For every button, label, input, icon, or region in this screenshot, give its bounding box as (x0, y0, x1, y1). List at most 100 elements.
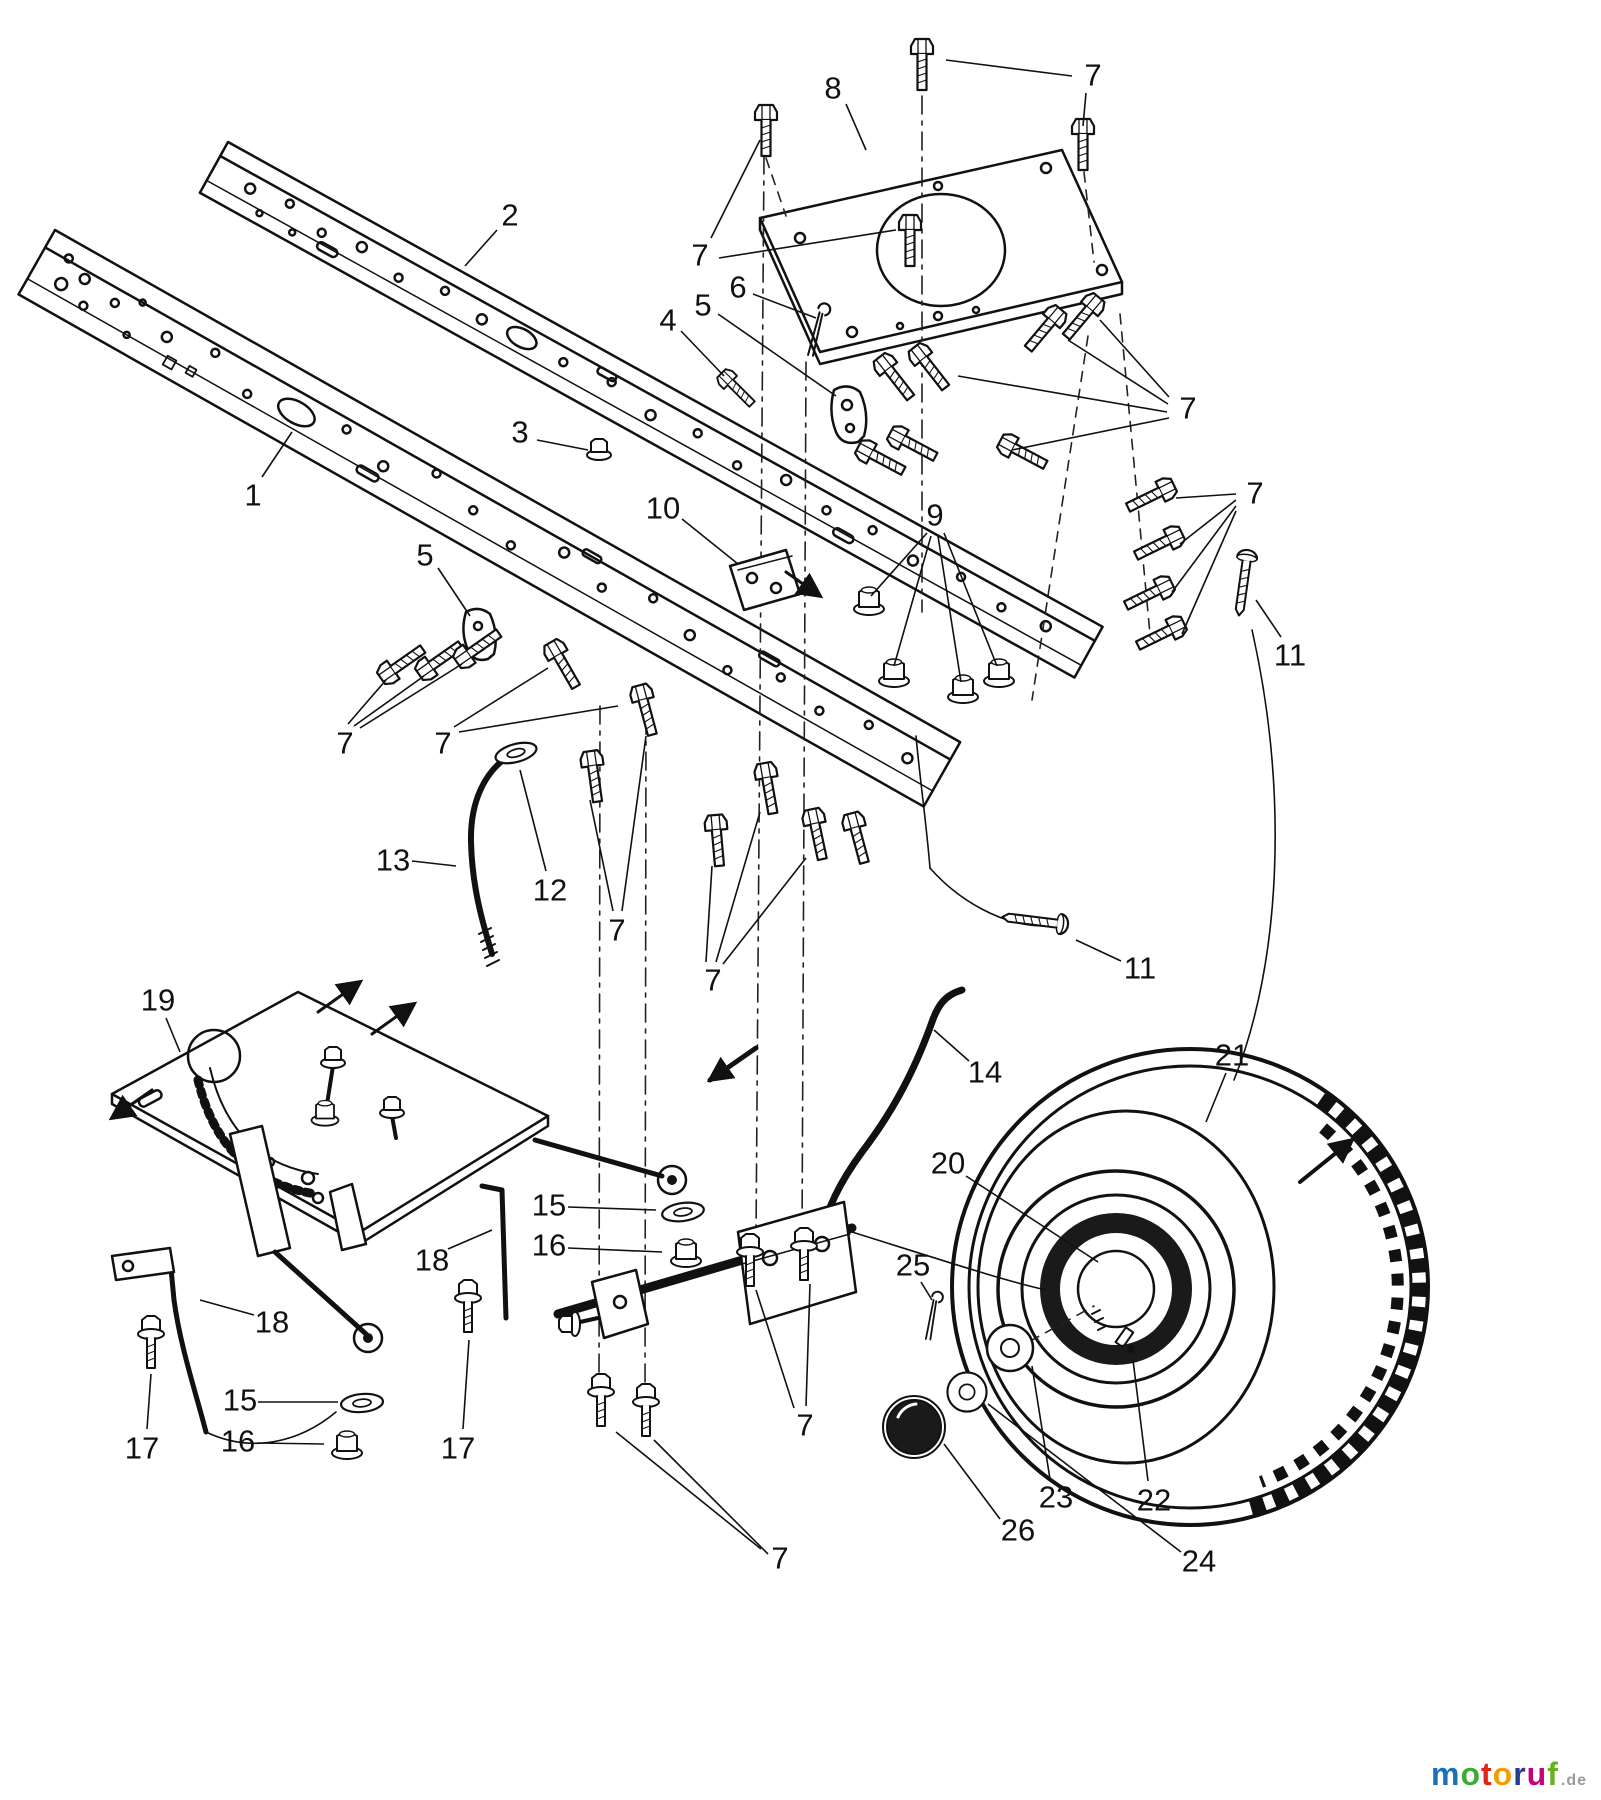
stabilizer-rod-18-left (115, 1255, 209, 1435)
bracket-10 (728, 548, 802, 612)
hex-bolt-icon (909, 37, 935, 92)
part-label-20: 20 (931, 1146, 965, 1181)
washer-24-icon (946, 1371, 988, 1413)
flange-nut-16-icon (330, 1429, 364, 1461)
part-label-15: 15 (223, 1383, 257, 1418)
part-label-7: 7 (1084, 58, 1101, 93)
leader-line-part-7 (722, 857, 807, 965)
part-label-18: 18 (415, 1243, 449, 1278)
hex-bolt-icon (1018, 301, 1071, 357)
spindle-bolt-icon (557, 1310, 582, 1338)
leader-line-part-9 (893, 535, 932, 667)
leader-line-part-7 (710, 139, 761, 239)
hex-bolt-icon (702, 812, 732, 869)
watermark-letter: u (1526, 1756, 1548, 1792)
leader-line-part-7 (705, 865, 713, 963)
leader-line-part-4 (680, 330, 725, 377)
leader-line-part-7 (805, 1283, 811, 1407)
part-label-7: 7 (771, 1541, 788, 1576)
part-label-15: 15 (532, 1188, 566, 1223)
part-label-12: 12 (533, 873, 567, 908)
leader-line-part-7 (347, 679, 387, 725)
part-label-26: 26 (1001, 1513, 1035, 1548)
part-label-1: 1 (244, 478, 261, 513)
leader-line-part-22 (1132, 1359, 1149, 1482)
leader-line-part-9 (870, 532, 928, 597)
hex-bolt-icon (1131, 612, 1190, 657)
leader-line-part-25 (920, 1281, 933, 1301)
hex-bolt-icon (993, 429, 1052, 476)
hex-bolt-icon (1070, 117, 1096, 172)
leader-line-part-7 (1179, 499, 1237, 545)
part-label-4: 4 (659, 303, 676, 338)
leader-line-part-11 (1075, 939, 1122, 962)
part-label-17: 17 (125, 1431, 159, 1466)
flange-bolt-icon (586, 1372, 616, 1428)
hex-bolt-icon (753, 103, 779, 158)
kingpin-bolt-icon (319, 1045, 347, 1070)
part-label-3: 3 (511, 415, 528, 450)
leader-line-part-7 (715, 811, 761, 963)
part-label-13: 13 (376, 843, 410, 878)
hex-bolt-icon (839, 809, 877, 867)
watermark-letter: r (1513, 1756, 1527, 1792)
watermark-logo: motoruf.de (1431, 1758, 1587, 1790)
leader-line-part-7 (1175, 493, 1237, 499)
flange-nut-9-icon (852, 585, 886, 617)
stabilizer-rod-18-right (479, 1183, 509, 1321)
part-label-7: 7 (691, 238, 708, 273)
watermark-letter: t (1481, 1756, 1493, 1792)
upper-frame-rail (198, 140, 1104, 679)
lower-frame-rail (17, 228, 962, 808)
valve-stem (1114, 1326, 1135, 1349)
part-label-16: 16 (221, 1424, 255, 1459)
hex-bolt-icon (904, 339, 956, 396)
part-label-2: 2 (501, 198, 518, 233)
leader-line-part-17 (462, 1339, 470, 1430)
leader-line-part-7 (589, 799, 614, 912)
part-label-6: 6 (729, 270, 746, 305)
axle-screw-11-icon (1227, 547, 1260, 619)
leader-line-part-7 (653, 1439, 769, 1555)
watermark-letter: o (1460, 1756, 1482, 1792)
part-label-24: 24 (1182, 1544, 1216, 1579)
leader-line-part-6 (752, 293, 817, 319)
part-label-7: 7 (796, 1408, 813, 1443)
front-axle (553, 1200, 858, 1340)
part-label-23: 23 (1039, 1480, 1073, 1515)
direction-arrows (108, 570, 1356, 1184)
leader-line-part-9 (937, 535, 962, 683)
leader-line-part-1 (261, 431, 293, 478)
leader-line-part-18 (199, 1299, 255, 1316)
hex-nut-3-icon (585, 437, 613, 462)
part-label-5: 5 (694, 288, 711, 323)
leader-line-part-7 (453, 667, 549, 728)
part-label-25: 25 (896, 1248, 930, 1283)
small-parts (310, 300, 1260, 1461)
leader-line-part-7 (1082, 92, 1087, 127)
part-label-5: 5 (416, 538, 433, 573)
part-label-9: 9 (926, 498, 943, 533)
hub-cap-26 (882, 1395, 946, 1459)
bracket-5-upper (830, 385, 868, 445)
washer-15-icon (339, 1390, 385, 1416)
washer-23-icon (985, 1323, 1035, 1373)
leader-line-part-7 (1099, 319, 1170, 398)
leader-line-part-26 (943, 1443, 1001, 1520)
watermark-letter: m (1431, 1756, 1461, 1792)
watermark-text: motoruf (1431, 1756, 1559, 1792)
hex-bolt-icon (627, 681, 665, 739)
wheel-rim (996, 1169, 1236, 1409)
leader-line-part-7 (1011, 417, 1170, 451)
brackets (462, 385, 868, 662)
leader-line-part-13 (411, 860, 457, 867)
ball-joint-right (656, 1164, 688, 1196)
rear-wheel (950, 1047, 1430, 1527)
hex-bolt-icon (539, 635, 587, 694)
leader-line-part-16 (256, 1442, 325, 1445)
leader-line-part-21 (1205, 1072, 1227, 1123)
leader-line-part-18 (447, 1229, 493, 1250)
